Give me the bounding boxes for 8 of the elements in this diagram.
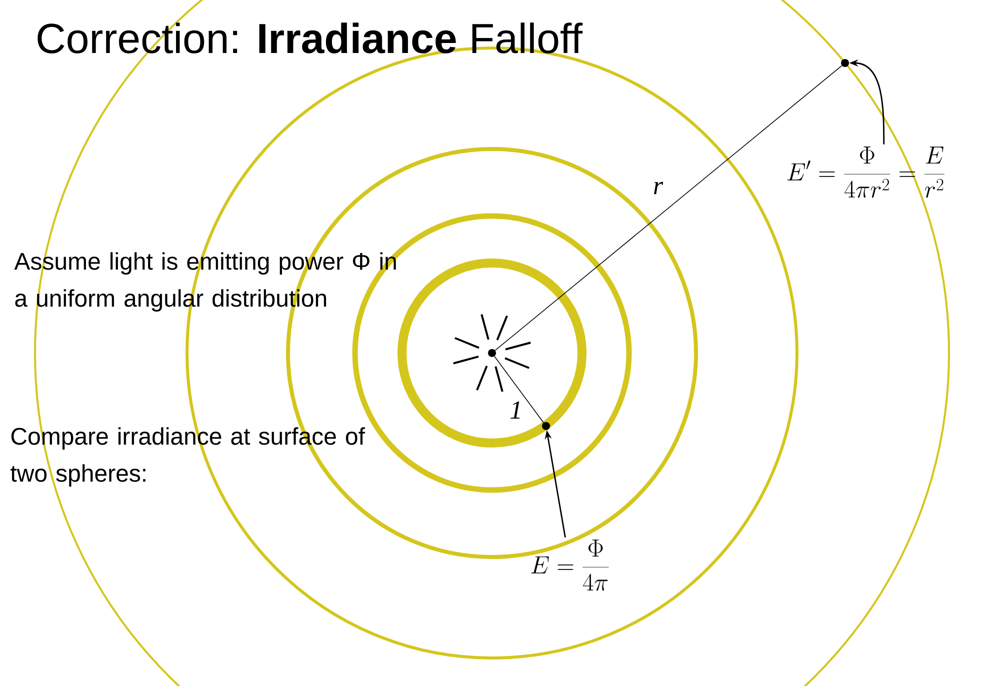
radius-line [494, 65, 842, 351]
formula-text: $E = \frac{\Phi}{4\pi}$ [531, 540, 609, 591]
point-dot [488, 349, 496, 357]
edge-label: 1 [510, 401, 520, 419]
point-dot [542, 422, 550, 430]
edge-label: r [654, 182, 664, 194]
radius-line [494, 356, 544, 424]
point-dot [841, 59, 849, 67]
